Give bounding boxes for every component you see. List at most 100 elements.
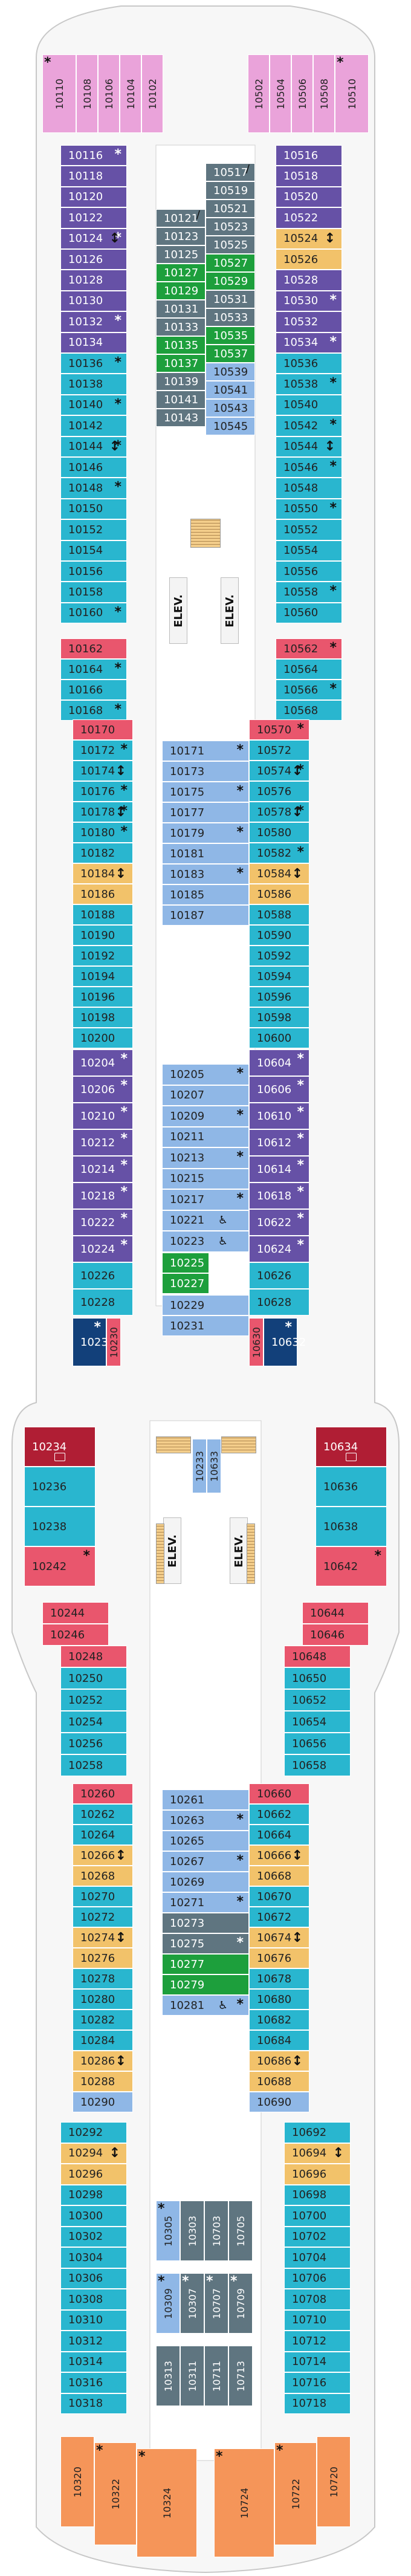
cabin-10248[interactable]: 10248 bbox=[60, 1646, 127, 1667]
cabin-10528[interactable]: 10528 bbox=[276, 270, 342, 291]
cabin-10680[interactable]: 10680 bbox=[249, 1989, 309, 2010]
cabin-10668[interactable]: 10668 bbox=[249, 1866, 309, 1886]
cabin-10209[interactable]: 10209* bbox=[162, 1106, 249, 1127]
cabin-10288[interactable]: 10288 bbox=[73, 2071, 133, 2092]
cabin-10302[interactable]: 10302 bbox=[60, 2226, 127, 2247]
cabin-10144[interactable]: 10144*↕ bbox=[60, 436, 127, 457]
cabin-10506[interactable]: 10506 bbox=[291, 54, 313, 133]
cabin-10132[interactable]: 10132* bbox=[60, 311, 127, 333]
cabin-10225[interactable]: 10225 bbox=[162, 1253, 209, 1273]
cabin-10134[interactable]: 10134 bbox=[60, 332, 127, 353]
cabin-10116[interactable]: 10116* bbox=[60, 145, 127, 166]
cabin-10129[interactable]: 10129 bbox=[156, 282, 206, 300]
cabin-10562[interactable]: 10562* bbox=[276, 638, 342, 659]
cabin-10628[interactable]: 10628 bbox=[249, 1289, 309, 1316]
cabin-10596[interactable]: 10596 bbox=[249, 987, 309, 1007]
cabin-10265[interactable]: 10265 bbox=[162, 1831, 249, 1851]
cabin-10106[interactable]: 10106 bbox=[98, 54, 120, 133]
cabin-10558[interactable]: 10558* bbox=[276, 582, 342, 603]
cabin-10124[interactable]: 10124*↕ bbox=[60, 228, 127, 249]
cabin-10118[interactable]: 10118 bbox=[60, 166, 127, 187]
cabin-10688[interactable]: 10688 bbox=[249, 2071, 309, 2092]
cabin-10707[interactable]: 10707* bbox=[204, 2273, 228, 2334]
cabin-10594[interactable]: 10594 bbox=[249, 966, 309, 987]
cabin-10296[interactable]: 10296 bbox=[60, 2164, 127, 2185]
cabin-10664[interactable]: 10664 bbox=[249, 1825, 309, 1845]
cabin-10181[interactable]: 10181 bbox=[162, 843, 249, 864]
cabin-10204[interactable]: 10204* bbox=[73, 1050, 133, 1076]
cabin-10141[interactable]: 10141 bbox=[156, 391, 206, 409]
cabin-10520[interactable]: 10520 bbox=[276, 186, 342, 208]
cabin-10610[interactable]: 10610* bbox=[249, 1103, 309, 1129]
cabin-10633[interactable]: 10633 bbox=[207, 1439, 221, 1493]
cabin-10698[interactable]: 10698 bbox=[284, 2184, 351, 2205]
cabin-10720[interactable]: 10720 bbox=[317, 2436, 351, 2527]
cabin-10592[interactable]: 10592 bbox=[249, 946, 309, 966]
cabin-10517[interactable]: 10517/ bbox=[206, 163, 255, 181]
cabin-10185[interactable]: 10185 bbox=[162, 884, 249, 905]
cabin-10180[interactable]: 10180* bbox=[73, 822, 133, 843]
cabin-10178[interactable]: 10178*↕ bbox=[73, 802, 133, 822]
cabin-10266[interactable]: 10266↕ bbox=[73, 1845, 133, 1866]
cabin-10706[interactable]: 10706 bbox=[284, 2268, 351, 2289]
cabin-10126[interactable]: 10126 bbox=[60, 249, 127, 270]
cabin-10158[interactable]: 10158 bbox=[60, 582, 127, 603]
cabin-10217[interactable]: 10217* bbox=[162, 1189, 249, 1210]
cabin-10221[interactable]: 10221♿ bbox=[162, 1210, 249, 1231]
cabin-10606[interactable]: 10606* bbox=[249, 1076, 309, 1103]
cabin-10230[interactable]: 10230 bbox=[106, 1318, 121, 1366]
cabin-10700[interactable]: 10700 bbox=[284, 2205, 351, 2227]
cabin-10570[interactable]: 10570* bbox=[249, 719, 309, 740]
cabin-10131[interactable]: 10131 bbox=[156, 300, 206, 318]
cabin-10182[interactable]: 10182 bbox=[73, 843, 133, 863]
cabin-10709[interactable]: 10709* bbox=[228, 2273, 253, 2334]
cabin-10122[interactable]: 10122 bbox=[60, 207, 127, 229]
cabin-10580[interactable]: 10580 bbox=[249, 822, 309, 843]
cabin-10263[interactable]: 10263* bbox=[162, 1810, 249, 1831]
cabin-10120[interactable]: 10120 bbox=[60, 186, 127, 208]
cabin-10136[interactable]: 10136* bbox=[60, 353, 127, 374]
cabin-10652[interactable]: 10652 bbox=[284, 1689, 351, 1711]
cabin-10544[interactable]: 10544↕ bbox=[276, 436, 342, 457]
cabin-10210[interactable]: 10210* bbox=[73, 1103, 133, 1129]
cabin-10160[interactable]: 10160* bbox=[60, 602, 127, 624]
cabin-10716[interactable]: 10716 bbox=[284, 2372, 351, 2393]
cabin-10138[interactable]: 10138 bbox=[60, 374, 127, 395]
cabin-10232[interactable]: 10232* bbox=[73, 1318, 115, 1366]
cabin-10300[interactable]: 10300 bbox=[60, 2205, 127, 2227]
cabin-10318[interactable]: 10318 bbox=[60, 2393, 127, 2414]
cabin-10226[interactable]: 10226 bbox=[73, 1262, 133, 1289]
cabin-10213[interactable]: 10213* bbox=[162, 1147, 249, 1169]
cabin-10177[interactable]: 10177 bbox=[162, 802, 249, 823]
cabin-10170[interactable]: 10170 bbox=[73, 719, 133, 740]
cabin-10290[interactable]: 10290 bbox=[73, 2092, 133, 2112]
cabin-10262[interactable]: 10262 bbox=[73, 1804, 133, 1825]
cabin-10176[interactable]: 10176* bbox=[73, 781, 133, 802]
cabin-10713[interactable]: 10713 bbox=[228, 2346, 253, 2406]
cabin-10524[interactable]: 10524↕ bbox=[276, 228, 342, 249]
cabin-10254[interactable]: 10254 bbox=[60, 1711, 127, 1733]
cabin-10274[interactable]: 10274↕ bbox=[73, 1927, 133, 1948]
cabin-10150[interactable]: 10150 bbox=[60, 498, 127, 520]
cabin-10142[interactable]: 10142 bbox=[60, 415, 127, 436]
cabin-10292[interactable]: 10292 bbox=[60, 2122, 127, 2143]
cabin-10545[interactable]: 10545 bbox=[206, 417, 255, 435]
cabin-10612[interactable]: 10612* bbox=[249, 1129, 309, 1156]
cabin-10194[interactable]: 10194 bbox=[73, 966, 133, 987]
cabin-10172[interactable]: 10172* bbox=[73, 740, 133, 761]
cabin-10224[interactable]: 10224* bbox=[73, 1236, 133, 1262]
cabin-10324[interactable]: 10324* bbox=[137, 2448, 197, 2557]
cabin-10207[interactable]: 10207 bbox=[162, 1085, 249, 1106]
cabin-10260[interactable]: 10260 bbox=[73, 1783, 133, 1804]
cabin-10624[interactable]: 10624* bbox=[249, 1236, 309, 1262]
cabin-10250[interactable]: 10250 bbox=[60, 1667, 127, 1689]
cabin-10516[interactable]: 10516 bbox=[276, 145, 342, 166]
cabin-10267[interactable]: 10267* bbox=[162, 1851, 249, 1872]
cabin-10278[interactable]: 10278 bbox=[73, 1968, 133, 1989]
cabin-10121[interactable]: 10121/ bbox=[156, 209, 206, 227]
cabin-10305[interactable]: 10305* bbox=[156, 2201, 180, 2261]
cabin-10522[interactable]: 10522 bbox=[276, 207, 342, 229]
cabin-10632[interactable]: 10632* bbox=[264, 1318, 306, 1366]
cabin-10186[interactable]: 10186 bbox=[73, 884, 133, 904]
cabin-10572[interactable]: 10572 bbox=[249, 740, 309, 761]
